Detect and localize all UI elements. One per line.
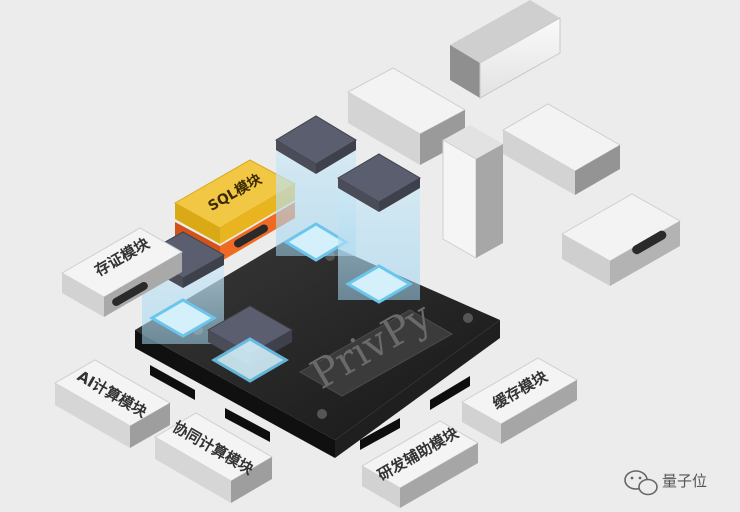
collab-module: 协同计算模块	[154, 412, 273, 503]
watermark: 量子位	[624, 470, 707, 496]
floating-module-vertical	[442, 125, 503, 259]
floating-module-top	[450, 0, 561, 99]
rnd-module: 研发辅助模块	[361, 420, 479, 508]
compute-cube-right	[337, 153, 421, 304]
watermark-text: 量子位	[662, 472, 707, 490]
evidence-module: 存证模块	[60, 227, 184, 317]
floating-module-upper-left	[346, 67, 467, 165]
wechat-icon	[624, 470, 658, 496]
floating-module-right	[501, 103, 622, 195]
floating-module-slot	[560, 193, 682, 286]
compute-cube-front	[206, 305, 294, 383]
